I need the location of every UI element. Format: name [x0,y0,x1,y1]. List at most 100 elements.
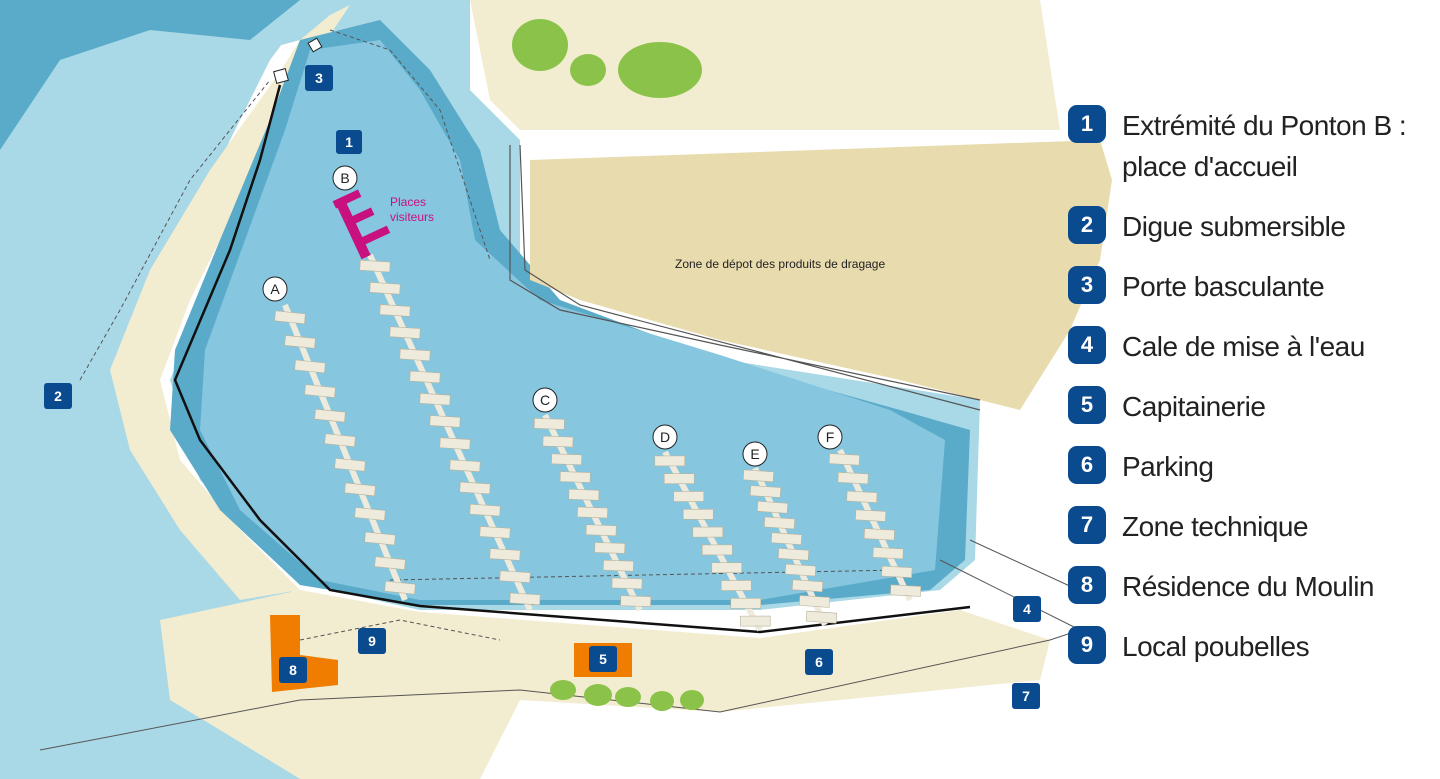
legend-text-line-2: place d'accueil [1122,151,1298,182]
legend-badge: 4 [1068,326,1106,364]
legend-text: Parking [1122,446,1214,487]
pontoon-berth [499,570,531,584]
dredging-zone [530,140,1112,410]
trees-north [512,19,702,98]
pontoon-berth [389,326,421,339]
channel [0,0,300,150]
legend-text-line: Cale de mise à l'eau [1122,331,1365,362]
legend-badge: 6 [1068,446,1106,484]
pontoon-berth [890,584,922,597]
legend-text-line: Local poubelles [1122,631,1310,662]
pontoon-berth [284,335,316,349]
legend-item-6: 6 Parking [1068,446,1428,487]
pontoon-letter-a: A [270,281,280,297]
pontoon-berth [720,580,752,591]
pontoon-letter-b: B [340,170,349,186]
road-upper [509,144,981,411]
pontoon-berth [379,304,411,317]
pontoon-berth [863,528,895,541]
legend-text: Zone technique [1122,506,1309,547]
marker-3[interactable]: 3 [305,65,333,91]
pontoon-berth [479,526,511,539]
pontoon-berth [585,524,617,537]
legend-badge: 8 [1068,566,1106,604]
legend-text: Local poubelles [1122,626,1310,667]
visitor-label-2: visiteurs [390,210,434,224]
pontoon-berth [805,610,838,624]
svg-text:9: 9 [368,633,376,649]
legend-text: Porte basculante [1122,266,1325,307]
svg-text:6: 6 [815,654,823,670]
gate-square-1 [307,37,323,53]
legend-text-line: Digue submersible [1122,211,1346,242]
pontoon-berth [742,469,775,483]
legend-badge: 2 [1068,206,1106,244]
pontoon-berth [784,563,817,577]
marker-8[interactable]: 8 [279,657,307,683]
marker-2[interactable]: 2 [44,383,72,409]
pontoon-berth [855,509,887,522]
pontoon-berth [763,516,796,530]
sea-left [0,0,330,700]
pontoon-berth [509,592,541,606]
marker-5[interactable]: 5 [589,646,617,672]
legend-text: Cale de mise à l'eau [1122,326,1365,367]
pontoon-letter-e: E [750,446,759,462]
pontoon-spine [282,303,408,602]
pontoon-berth [533,418,565,430]
pontoon-berth [374,556,406,570]
pontoon-berth [364,531,396,546]
marker-7[interactable]: 7 [1012,683,1040,709]
svg-text:5: 5 [599,651,607,667]
pontoon-berth [837,472,869,485]
pontoon-berth [682,508,714,520]
pontoon-berth [620,595,652,607]
dike-land [110,5,350,600]
legend-item-2: 2 Digue submersible [1068,206,1428,247]
legend-badge: 1 [1068,105,1106,143]
pontoon-berth [568,488,600,501]
gate-square-2 [273,68,289,84]
svg-text:1: 1 [345,134,353,150]
pontoon-berth [602,559,634,572]
legend-text-line: Porte basculante [1122,271,1325,302]
pontoon-berth [419,392,451,406]
marker-4[interactable]: 4 [1013,596,1041,622]
legend-text-line: Capitainerie [1122,391,1266,422]
pontoon-berth [429,415,461,428]
legend-item-4: 4 Cale de mise à l'eau [1068,326,1428,367]
pontoon-berth [701,544,733,556]
visitor-label-1: Places [390,195,426,209]
legend-text-line: Zone technique [1122,511,1309,542]
pontoon-berth [559,471,591,483]
land-north [470,0,1060,130]
pontoon-berth [274,310,306,325]
visitor-pontoon [332,189,391,260]
pontoon-berth [354,507,386,521]
pontoon-letter-f: F [826,429,835,445]
pontoon-berth [304,384,336,398]
svg-text:3: 3 [315,70,323,86]
pontoon-letter-c: C [540,392,550,408]
pontoon-berth [673,491,705,502]
svg-text:4: 4 [1023,601,1031,617]
pontoon-berth [469,503,501,517]
marker-9[interactable]: 9 [358,628,386,654]
map-markers: 1 2 3 4 5 6 7 8 9 [44,65,1041,709]
legend-text-line: Extrémité du Ponton B : [1122,110,1407,141]
pontoon-berth [409,370,441,384]
marker-6[interactable]: 6 [805,649,833,675]
pontoon-berth [542,435,574,448]
pontoon-berth [611,577,643,590]
legend-badge: 7 [1068,506,1106,544]
quay [173,84,971,634]
marker-1[interactable]: 1 [336,130,362,154]
pontoon-berth [594,542,626,554]
svg-text:8: 8 [289,662,297,678]
pontoon-berth [777,548,810,561]
legend-text-line: Résidence du Moulin [1122,571,1375,602]
zone-label: Zone de dépot des produits de dragage [675,257,885,271]
pontoon-berth [449,459,481,473]
